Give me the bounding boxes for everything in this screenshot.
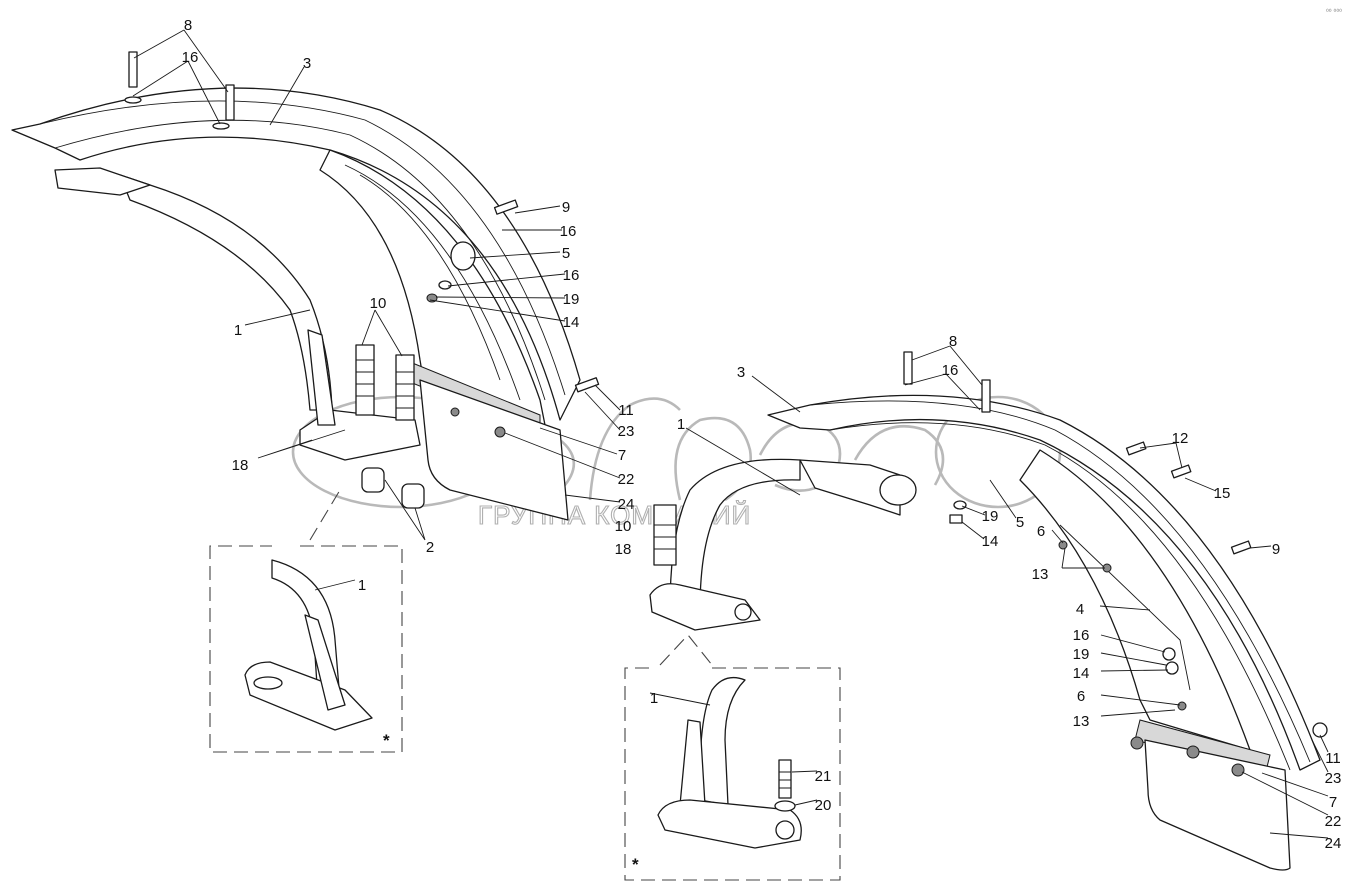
right-fender-shell bbox=[767, 394, 1321, 771]
part-label-l7: 7 bbox=[618, 447, 626, 464]
part-label-l12: 12 bbox=[1172, 430, 1189, 447]
right-bolt-21 bbox=[778, 759, 792, 799]
part-label-l16e: 16 bbox=[1073, 627, 1090, 644]
left-bolt-8a bbox=[128, 51, 138, 88]
part-label-l15: 15 bbox=[1214, 485, 1231, 502]
part-label-l18b: 18 bbox=[615, 541, 632, 558]
right-bolt-12a bbox=[1125, 441, 1147, 456]
left-bolt-8b bbox=[225, 84, 235, 121]
leader-lines bbox=[132, 29, 1329, 839]
part-label-l13b: 13 bbox=[1073, 713, 1090, 730]
part-label-l5: 5 bbox=[562, 245, 570, 262]
right-mudflap bbox=[1144, 739, 1291, 871]
part-label-l23b: 23 bbox=[1325, 770, 1342, 787]
part-label-l20: 20 bbox=[815, 797, 832, 814]
part-label-l6b: 6 bbox=[1077, 688, 1085, 705]
part-label-l22: 22 bbox=[618, 471, 635, 488]
part-label-l19: 19 bbox=[563, 291, 580, 308]
left-bolt-9 bbox=[493, 199, 519, 215]
part-label-l1d: 1 bbox=[650, 690, 658, 707]
part-label-l16: 16 bbox=[182, 49, 199, 66]
part-label-l3: 3 bbox=[303, 55, 311, 72]
part-label-l11: 11 bbox=[618, 402, 634, 419]
right-fender-assembly: * bbox=[624, 351, 1328, 881]
part-label-l23: 23 bbox=[618, 423, 635, 440]
part-label-l8b: 8 bbox=[949, 333, 957, 350]
left-bracket-arm bbox=[119, 174, 333, 411]
part-label-l1b: 1 bbox=[677, 416, 685, 433]
part-label-l24b: 24 bbox=[1325, 835, 1342, 852]
part-label-l10b: 10 bbox=[615, 518, 632, 535]
part-label-l5b: 5 bbox=[1016, 514, 1024, 531]
part-label-l16c: 16 bbox=[563, 267, 580, 284]
left-bolt-10a bbox=[355, 344, 375, 416]
left-bolt-10b bbox=[395, 354, 415, 421]
right-bolt-8a bbox=[903, 351, 913, 385]
right-detail-bracket bbox=[699, 676, 746, 806]
right-bolt-12b bbox=[1170, 464, 1192, 479]
right-detail-marker: * bbox=[632, 855, 639, 874]
part-label-l6: 6 bbox=[1037, 523, 1045, 540]
part-label-l1: 1 bbox=[234, 322, 242, 339]
part-label-l14b: 14 bbox=[982, 533, 999, 550]
left-bushing-2b bbox=[401, 483, 425, 509]
part-label-l14: 14 bbox=[563, 314, 580, 331]
left-fender-shell bbox=[11, 87, 581, 421]
part-label-l9b: 9 bbox=[1272, 541, 1280, 558]
right-bolt-9 bbox=[1230, 540, 1252, 555]
right-bracket-base bbox=[649, 583, 761, 631]
part-label-l16d: 16 bbox=[942, 362, 959, 379]
part-label-l21: 21 bbox=[815, 768, 832, 785]
part-label-l11b: 11 bbox=[1325, 750, 1341, 767]
part-label-l14c: 14 bbox=[1073, 665, 1090, 682]
part-label-l9: 9 bbox=[562, 199, 570, 216]
left-detail-marker: * bbox=[383, 731, 390, 750]
part-label-l10: 10 bbox=[370, 295, 387, 312]
part-label-l1c: 1 bbox=[358, 577, 366, 594]
part-label-l19b: 19 bbox=[982, 508, 999, 525]
part-label-l18: 18 bbox=[232, 457, 249, 474]
part-label-l24: 24 bbox=[618, 496, 635, 513]
part-label-l16b: 16 bbox=[560, 223, 577, 240]
left-fender-assembly: * bbox=[11, 51, 600, 753]
part-label-l7b: 7 bbox=[1329, 794, 1337, 811]
part-label-l3b: 3 bbox=[737, 364, 745, 381]
left-bolt-11 bbox=[574, 377, 600, 393]
right-washer-20 bbox=[774, 800, 796, 812]
part-label-l8: 8 bbox=[184, 17, 192, 34]
part-label-l13: 13 bbox=[1032, 566, 1049, 583]
left-bushing-2a bbox=[361, 467, 385, 493]
right-bolt-10 bbox=[653, 504, 677, 566]
right-detail-frame bbox=[624, 667, 841, 881]
corner-mark: ⁰⁰ ⁰⁰⁰ bbox=[1326, 8, 1342, 16]
right-bolt-8b bbox=[981, 379, 991, 413]
part-label-l2: 2 bbox=[426, 539, 434, 556]
part-label-l22b: 22 bbox=[1325, 813, 1342, 830]
part-label-l19c: 19 bbox=[1073, 646, 1090, 663]
part-label-l4: 4 bbox=[1076, 601, 1084, 618]
left-detail-frame bbox=[209, 545, 403, 753]
